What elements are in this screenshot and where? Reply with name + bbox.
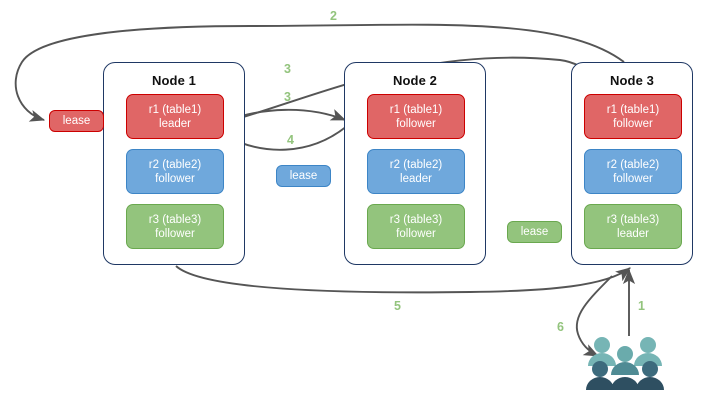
step-label-4: 4 [287, 133, 294, 147]
step-label-6: 6 [557, 320, 564, 334]
node-3-replica-r3-name: r3 (table3) [606, 213, 660, 226]
node-2-replica-r2-role: leader [400, 172, 432, 185]
node-2-container[interactable]: Node 2 r1 (table1) follower r2 (table2) … [344, 62, 486, 265]
node-2-title: Node 2 [393, 73, 437, 88]
node-3-container[interactable]: Node 3 r1 (table1) follower r2 (table2) … [571, 62, 693, 265]
node-2-replica-r3[interactable]: r3 (table3) follower [367, 204, 465, 249]
node-3-replica-r1[interactable]: r1 (table1) follower [584, 94, 682, 139]
node-2-replica-r2[interactable]: r2 (table2) leader [367, 149, 465, 194]
node-1-replica-r3-role: follower [155, 227, 195, 240]
node-1-title: Node 1 [152, 73, 196, 88]
node-1-replica-r1[interactable]: r1 (table1) leader [126, 94, 224, 139]
node-3-replica-r3-role: leader [617, 227, 649, 240]
node-3-replica-r2[interactable]: r2 (table2) follower [584, 149, 682, 194]
node-2-replica-r3-name: r3 (table3) [389, 213, 443, 226]
step-label-1: 1 [638, 299, 645, 313]
step-label-3-upper: 3 [284, 62, 291, 76]
node-3-replica-r1-role: follower [613, 117, 653, 130]
node-2-replica-r1-role: follower [396, 117, 436, 130]
arrow-step-5 [175, 265, 631, 294]
node-1-replica-r2-role: follower [155, 172, 195, 185]
node-1-replica-r2-name: r2 (table2) [148, 158, 202, 171]
step-label-3-lower: 3 [284, 90, 291, 104]
lease-badge-green[interactable]: lease [507, 221, 562, 243]
node-1-replica-r3-name: r3 (table3) [148, 213, 202, 226]
node-3-title: Node 3 [610, 73, 654, 88]
node-1-replica-r1-name: r1 (table1) [148, 103, 202, 116]
node-1-replica-r1-role: leader [159, 117, 191, 130]
node-2-replica-r1[interactable]: r1 (table1) follower [367, 94, 465, 139]
node-3-replica-r1-name: r1 (table1) [606, 103, 660, 116]
node-3-replica-r2-role: follower [613, 172, 653, 185]
node-3-replica-r2-name: r2 (table2) [606, 158, 660, 171]
people-group-icon [586, 337, 664, 390]
node-2-replica-r1-name: r1 (table1) [389, 103, 443, 116]
node-2-replica-r3-role: follower [396, 227, 436, 240]
node-2-replica-r2-name: r2 (table2) [389, 158, 443, 171]
step-label-2: 2 [330, 9, 337, 23]
node-1-replica-r3[interactable]: r3 (table3) follower [126, 204, 224, 249]
node-1-container[interactable]: Node 1 r1 (table1) leader r2 (table2) fo… [103, 62, 245, 265]
node-3-replica-r3[interactable]: r3 (table3) leader [584, 204, 682, 249]
lease-badge-red[interactable]: lease [49, 110, 104, 132]
node-1-replica-r2[interactable]: r2 (table2) follower [126, 149, 224, 194]
lease-badge-blue[interactable]: lease [276, 165, 331, 187]
step-label-5: 5 [394, 299, 401, 313]
